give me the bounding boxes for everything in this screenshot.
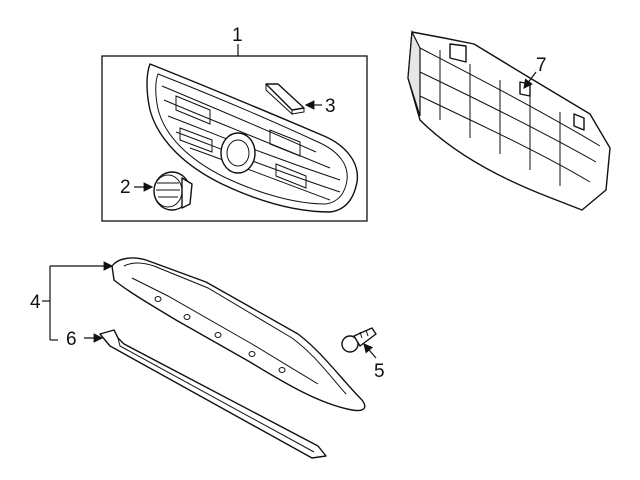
callout-5-arrow: [363, 343, 377, 359]
callout-5: 5: [374, 361, 385, 382]
grille-support-part[interactable]: [407, 29, 611, 211]
callout-6: 6: [66, 329, 77, 350]
clip-part[interactable]: [341, 327, 377, 353]
callout-7-arrow: [523, 71, 537, 89]
molding-strip-part[interactable]: [265, 83, 305, 116]
callout-1: 1: [232, 25, 243, 46]
grille-assembly-frame: [101, 55, 368, 222]
lower-molding-part[interactable]: [99, 329, 327, 459]
callout-2: 2: [120, 177, 131, 198]
callout-3: 3: [325, 96, 336, 117]
grille-part[interactable]: [146, 63, 359, 213]
callout-7: 7: [536, 55, 547, 76]
lower-grille-part[interactable]: [111, 257, 366, 412]
emblem-part[interactable]: [153, 171, 193, 211]
callout-4: 4: [30, 292, 41, 313]
callout-4-bracket: [42, 261, 114, 341]
